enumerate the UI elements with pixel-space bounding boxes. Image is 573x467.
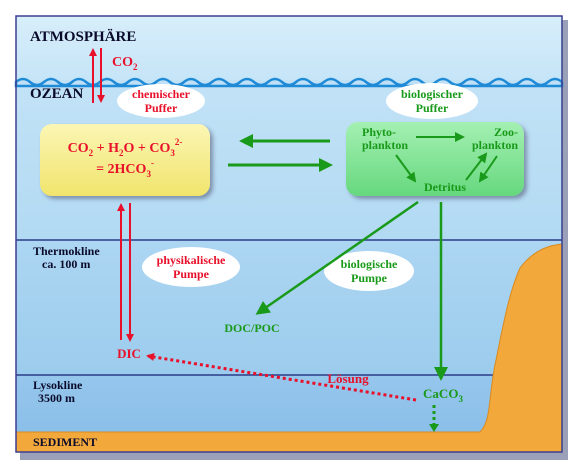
detritus-to-doc-poc-arrow (255, 200, 419, 315)
zoo-to-detritus-arrow (478, 155, 498, 183)
intermediate-ocean-layer (16, 240, 562, 375)
biological-pump-line1: biologische (341, 257, 398, 271)
biological-pump-bubble (324, 251, 414, 291)
thermocline-label-line1: Thermokline (33, 244, 100, 258)
atmosphere-layer (16, 16, 562, 86)
chemical-buffer-bubble (117, 84, 205, 118)
biological-buffer-line2: Puffer (416, 101, 449, 115)
sediment-label: SEDIMENT (33, 435, 97, 449)
zooplankton-line1: Zoo- (494, 125, 518, 139)
caco3-to-sediment-arrowhead (429, 424, 439, 432)
biological-pump-line2: Pumpe (351, 271, 388, 285)
phyto-to-detritus-arrow (395, 154, 417, 183)
detritus-label: Detritus (424, 180, 466, 194)
dissolution-label: Lösung (327, 371, 369, 386)
chemical-buffer-line1: chemischer (132, 87, 191, 101)
zooplankton-line2: plankton (472, 138, 518, 152)
sediment-layer (15, 243, 563, 453)
detritus-to-zoo-arrow (465, 152, 488, 181)
phytoplankton-line2: plankton (362, 138, 408, 152)
phytoplankton-line1: Phyto- (362, 125, 396, 139)
ocean-label: OZEAN (30, 86, 84, 102)
dic-label: DIC (117, 346, 141, 361)
thermocline-label-line2: ca. 100 m (42, 257, 90, 271)
lysocline-label-line2: 3500 m (38, 391, 75, 405)
biological-buffer-line1: biologischer (401, 87, 464, 101)
lysocline-label-line1: Lysokline (33, 378, 83, 392)
caco3-label: CaCO3 (423, 386, 463, 404)
carbonate-equation-box (40, 124, 210, 196)
co2-exchange-label: CO2 (112, 55, 138, 72)
doc-poc-label: DOC/POC (224, 321, 279, 335)
physical-pump-bubble (142, 247, 240, 287)
physical-pump-line1: physikalische (157, 253, 226, 267)
physical-pump-line2: Pumpe (173, 267, 210, 281)
equation-line2: = 2HCO3- (96, 158, 154, 179)
equation-line1: CO2 + H2O + CO32- (68, 137, 183, 158)
biological-buffer-bubble (386, 83, 478, 119)
atmosphere-label: ATMOSPHÄRE (30, 29, 136, 45)
deep-ocean-layer (16, 375, 562, 435)
diagram-border (15, 15, 563, 453)
chemical-buffer-line2: Puffer (145, 101, 178, 115)
